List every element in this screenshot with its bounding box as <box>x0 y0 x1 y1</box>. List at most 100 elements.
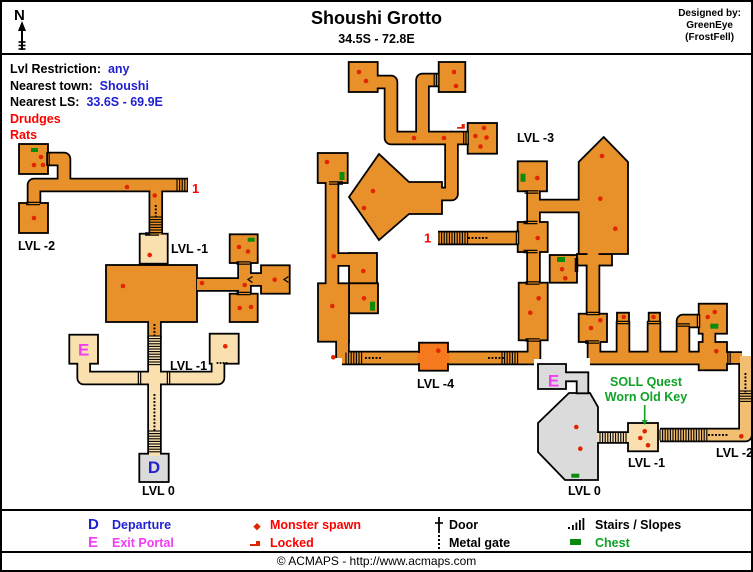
monster-spawn-dot <box>535 175 540 181</box>
chest-icon <box>247 237 255 242</box>
map-label: D <box>148 458 160 477</box>
map-room <box>466 122 498 155</box>
monster-spawn-dot <box>363 78 369 84</box>
slope-dots <box>744 383 747 386</box>
legend-label-monster-spawn: Monster spawn <box>270 518 361 532</box>
nearest-ls-line: Nearest LS: 33.6S - 69.9E <box>10 94 163 111</box>
map-label: LVL 0 <box>568 484 601 498</box>
slope-dots <box>488 357 490 359</box>
designer-line3: (FrostFell) <box>685 32 735 43</box>
slope-dots <box>153 331 156 333</box>
monster-spawn-dot <box>331 254 337 259</box>
chest-icon <box>339 172 345 180</box>
monster-spawn-dot <box>223 344 228 349</box>
map-room <box>68 333 99 365</box>
slope-dots <box>485 237 488 239</box>
map-room <box>516 221 549 253</box>
map-room <box>517 281 549 342</box>
chest-icon <box>570 539 581 545</box>
nearest-ls-label: Nearest LS: <box>10 95 80 109</box>
wall-opening <box>417 353 421 363</box>
slope-dots <box>482 237 484 239</box>
copyright-footer: © ACMAPS - http://www.acmaps.com <box>276 554 477 568</box>
monster-spawn-dot <box>436 348 441 354</box>
monster-spawn-dot <box>356 69 362 75</box>
monster-spawn-dot <box>124 184 130 190</box>
slope-dots <box>368 357 371 359</box>
slope-dots <box>154 208 157 211</box>
slope-dots <box>153 404 156 407</box>
map-label: 1 <box>424 231 431 246</box>
slope-dots <box>468 237 470 239</box>
locked-icon <box>457 127 462 129</box>
map-label: E <box>548 372 559 391</box>
monster-spawn-dot <box>31 162 37 168</box>
info-panel: Lvl Restriction: any Nearest town: Shous… <box>10 61 163 144</box>
map-label: LVL -3 <box>517 131 554 145</box>
metal-gate-marks <box>219 362 222 364</box>
slope-dots <box>153 394 156 396</box>
monster-spawn-dot <box>528 310 533 316</box>
monster-spawn-dot <box>613 226 618 231</box>
slope-dots <box>491 357 494 359</box>
metal-gate-marks <box>216 362 219 364</box>
monster-spawn-dot <box>563 276 568 281</box>
slope-dots <box>153 429 156 431</box>
wall-opening <box>446 353 450 363</box>
chest-icon <box>31 148 38 152</box>
monster-spawn-dot <box>536 296 541 301</box>
monster-spawn-dot <box>473 133 478 139</box>
legend-label-departure: Departure <box>112 518 172 532</box>
monster-spawn-dot <box>242 282 247 288</box>
monster-spawn-dot <box>330 303 335 309</box>
monster-spawn-dot <box>361 205 367 211</box>
map-room-polygon <box>577 135 629 255</box>
map-label: 1 <box>192 181 199 196</box>
slope-dots <box>153 411 156 414</box>
door-icon <box>435 517 443 533</box>
slope-dots <box>744 387 747 389</box>
departure-letter: D <box>88 516 99 533</box>
slope-dots <box>502 357 504 359</box>
monster-spawn-dot <box>453 83 459 89</box>
map-room <box>208 332 240 365</box>
corridor <box>48 153 70 186</box>
slope-dots <box>722 434 724 436</box>
slope-dots <box>153 418 156 421</box>
slope-dots <box>153 408 156 410</box>
chest-icon <box>520 173 526 182</box>
slope-dots <box>744 376 747 379</box>
slope-dots <box>495 357 497 359</box>
legend-label-locked: Locked <box>270 536 314 550</box>
map-room <box>697 302 728 335</box>
monster-spawn-dot <box>147 252 152 258</box>
monster-spawn-dot <box>441 135 447 141</box>
nearest-ls-value: 33.6S - 69.9E <box>86 95 163 109</box>
lvl-restriction-label: Lvl Restriction: <box>10 62 101 76</box>
slope-dots <box>153 327 156 330</box>
map-label: LVL -1 <box>171 242 208 256</box>
map-label: LVL 0 <box>142 484 175 498</box>
map-label: LVL -1 <box>628 456 665 470</box>
monster-spawn-dot <box>236 244 242 250</box>
slope-dots <box>154 212 157 214</box>
slope-dots <box>375 357 378 359</box>
slope-dots <box>153 415 156 417</box>
slope-dots <box>715 434 717 436</box>
slope-dots <box>711 434 714 436</box>
monster-spawn-dot <box>714 349 719 354</box>
legend-label-stairs: Stairs / Slopes <box>595 518 682 532</box>
map-label: Worn Old Key <box>605 390 687 404</box>
map-room <box>228 292 259 323</box>
monster-spawn-dot <box>237 305 242 311</box>
chest-icon <box>710 323 719 329</box>
map-label: SOLL Quest <box>610 375 683 389</box>
metal-gate-marks <box>149 264 152 266</box>
designer-line1: Designed by: <box>678 8 741 19</box>
monster-spawn-dot <box>31 215 37 221</box>
monster-spawn-dot <box>411 135 417 141</box>
metal-gate-marks <box>146 264 149 266</box>
nearest-town-label: Nearest town: <box>10 78 93 93</box>
monster-spawn-dot <box>705 314 710 320</box>
